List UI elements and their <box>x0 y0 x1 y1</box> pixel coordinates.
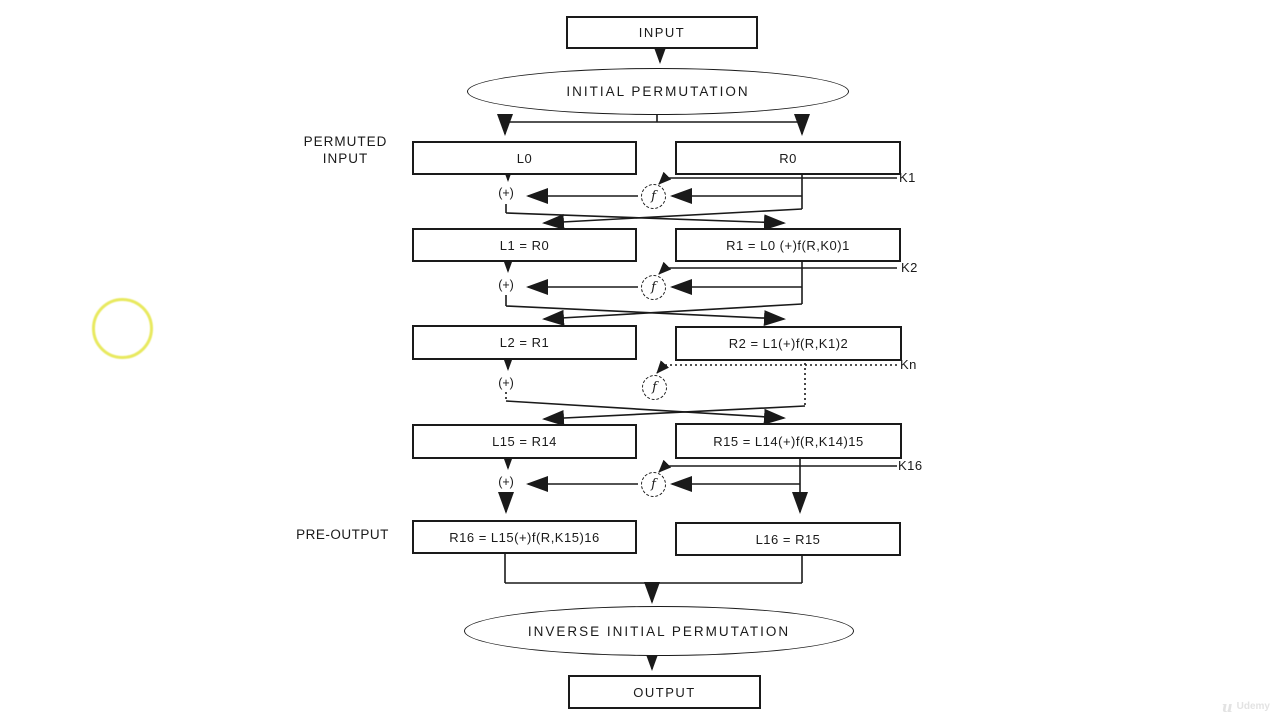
r1-box: R1 = L0 (+)f(R,K0)1 <box>675 228 901 262</box>
output-box: OUTPUT <box>568 675 761 709</box>
inverse-initial-permutation-ellipse: INVERSE INITIAL PERMUTATION <box>464 606 854 656</box>
l16-box: L16 = R15 <box>675 522 901 556</box>
r15-box: R15 = L14(+)f(R,K14)15 <box>675 423 902 459</box>
input-box: INPUT <box>566 16 758 49</box>
highlight-circle-annotation <box>92 298 153 359</box>
pre-output-label: PRE-OUTPUT <box>296 527 389 542</box>
r16-box: R16 = L15(+)f(R,K15)16 <box>412 520 637 554</box>
xor-node-round16: (+) <box>498 475 514 489</box>
permuted-input-label: PERMUTED INPUT <box>283 133 408 167</box>
f-function-node-round16: f <box>641 472 666 497</box>
l2-box: L2 = R1 <box>412 325 637 360</box>
l15-box: L15 = R14 <box>412 424 637 459</box>
permuted-input-label-line1: PERMUTED <box>303 134 388 149</box>
f-function-node-round1: f <box>641 184 666 209</box>
f-function-node-round-n: f <box>642 375 667 400</box>
udemy-watermark-text: Udemy <box>1236 701 1270 712</box>
l0-box: L0 <box>412 141 637 175</box>
xor-node-round2: (+) <box>498 278 514 292</box>
udemy-watermark: u Udemy <box>1221 697 1270 716</box>
key-label-k1: K1 <box>899 170 916 185</box>
permuted-input-label-line2: INPUT <box>322 151 369 166</box>
xor-node-round1: (+) <box>498 186 514 200</box>
r0-box: R0 <box>675 141 901 175</box>
key-label-k2: K2 <box>901 260 918 275</box>
key-label-kn: Kn <box>900 357 917 372</box>
udemy-logo-icon: u <box>1221 697 1233 716</box>
initial-permutation-ellipse: INITIAL PERMUTATION <box>467 68 849 115</box>
l1-box: L1 = R0 <box>412 228 637 262</box>
xor-node-round-n: (+) <box>498 376 514 390</box>
f-function-node-round2: f <box>641 275 666 300</box>
key-label-k16: K16 <box>898 458 923 473</box>
r2-box: R2 = L1(+)f(R,K1)2 <box>675 326 902 361</box>
